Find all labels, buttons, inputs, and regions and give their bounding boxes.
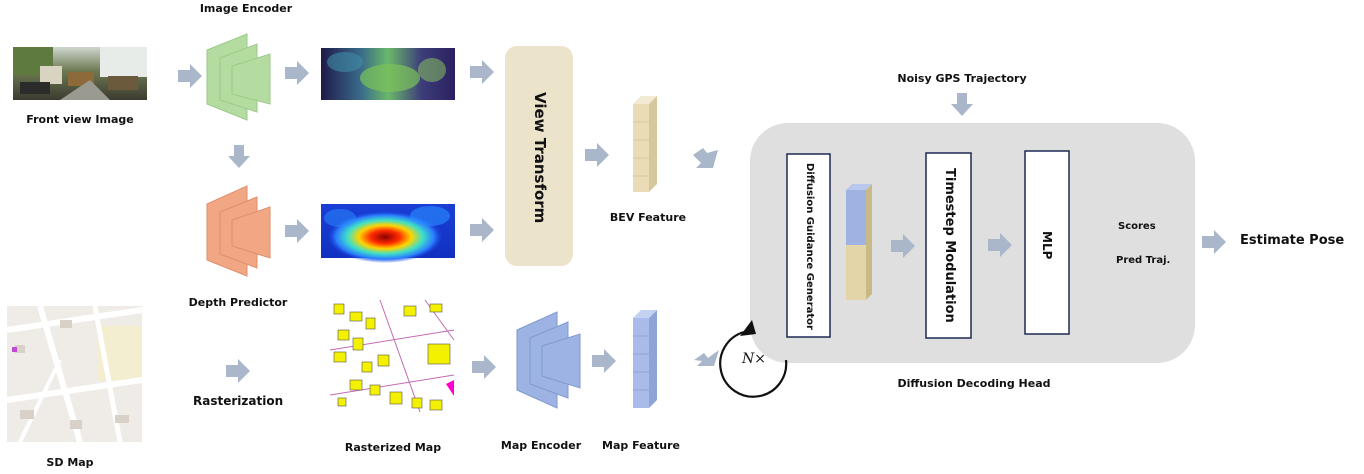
bev-feature-column	[633, 96, 657, 192]
front-view-image	[13, 47, 147, 100]
rasterized-map-label: Rasterized Map	[344, 441, 442, 454]
diffusion-guidance-generator-box	[786, 153, 831, 338]
diffusion-decoding-head-panel	[750, 123, 1195, 363]
image-feature-map	[321, 48, 455, 100]
loop-indicator	[719, 320, 788, 398]
bev-feature-label: BEV Feature	[609, 211, 687, 224]
mlp-label: MLP	[1040, 230, 1054, 260]
map-encoder-label: Map Encoder	[500, 439, 582, 452]
image-encoder-label: Image Encoder	[199, 2, 293, 15]
arrows	[178, 60, 1226, 383]
rasterization-label: Rasterization	[193, 394, 284, 408]
noisy-gps-label: Noisy GPS Trajectory	[897, 72, 1027, 85]
n-times-label: N×	[742, 351, 766, 367]
map-encoder-block	[516, 311, 581, 409]
mlp-box	[1024, 150, 1070, 335]
arrow-to-estimate-pose	[1202, 230, 1226, 254]
sd-map-label: SD Map	[46, 456, 94, 469]
diffusion-guidance-generator-label: Diffusion Guidance Generator	[804, 162, 815, 330]
arrow-heatmap-to-view-transform	[470, 218, 494, 242]
image-encoder-block	[206, 33, 271, 121]
front-view-image-label: Front view Image	[26, 113, 134, 126]
scores-label: Scores	[1118, 221, 1156, 232]
arrow-guidance-to-timestep	[891, 234, 915, 258]
depth-heatmap	[321, 204, 455, 263]
rasterized-map-image	[329, 299, 455, 413]
arrow-rasterization	[226, 359, 250, 383]
timestep-modulation-label: Timestep Modulation	[942, 168, 957, 323]
depth-predictor-block	[206, 185, 271, 277]
sd-map-image	[6, 305, 143, 443]
arrow-timestep-to-mlp	[988, 233, 1012, 257]
diffusion-decoding-head-label: Diffusion Decoding Head	[897, 377, 1051, 390]
arrow-mapfeature-to-head	[694, 350, 719, 366]
depth-predictor-label: Depth Predictor	[188, 296, 288, 309]
map-feature-label: Map Feature	[602, 439, 680, 452]
estimate-pose-label: Estimate Pose	[1240, 233, 1345, 248]
guidance-feature-column	[846, 184, 872, 300]
view-transform-box	[505, 46, 573, 266]
view-transform-label: View Transform	[531, 92, 549, 224]
arrow-rastermap-to-encoder	[472, 355, 496, 379]
arrow-encoder-to-feature	[285, 61, 309, 85]
arrow-image-to-encoder	[178, 64, 202, 88]
arrow-bev-to-head	[693, 148, 718, 168]
arrow-view-transform-to-bev	[585, 143, 609, 167]
timestep-modulation-box	[925, 152, 972, 339]
arrow-feature-to-view-transform	[470, 60, 494, 84]
arrow-encoder-to-depth	[228, 145, 250, 168]
arrow-gps-down	[951, 93, 973, 116]
map-feature-column	[633, 310, 657, 408]
arrow-encoder-to-mapfeature	[592, 349, 616, 373]
arrow-depth-to-heatmap	[285, 219, 309, 243]
pred-traj-label: Pred Traj.	[1116, 255, 1171, 266]
